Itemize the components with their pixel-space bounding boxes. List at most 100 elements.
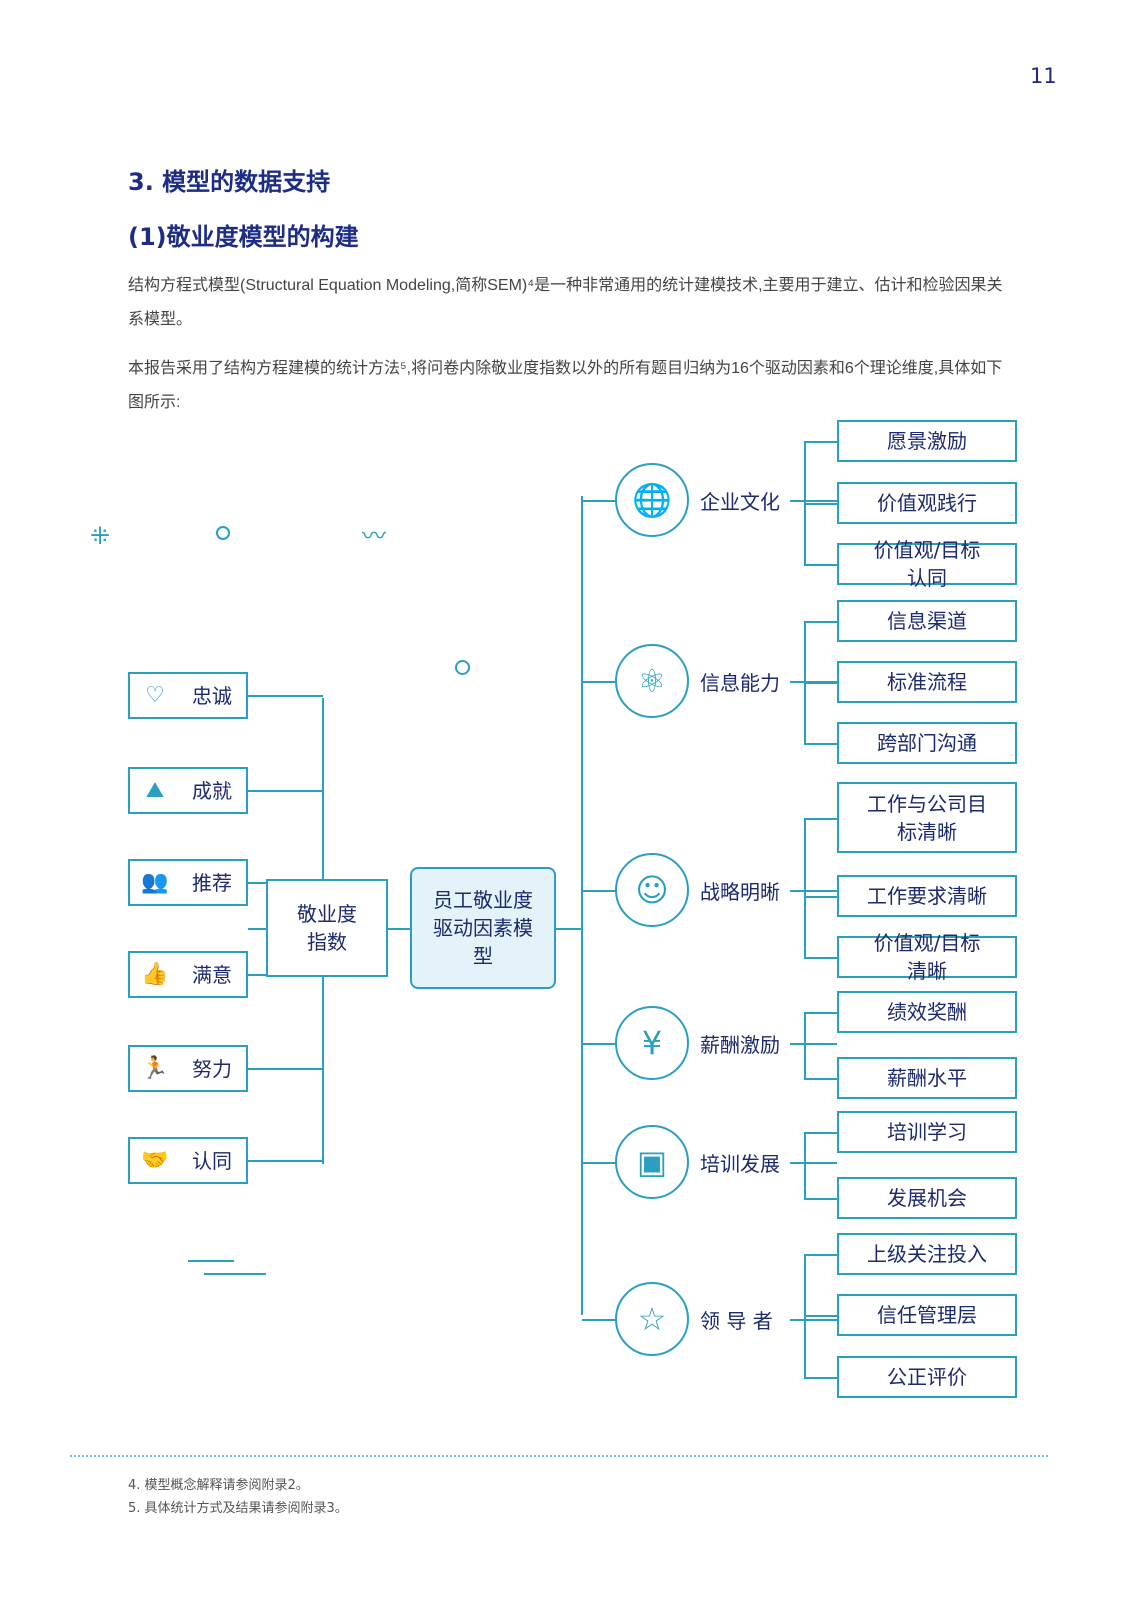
paragraph-sem: 结构方程式模型(Structural Equation Modeling,简称S… [128,277,1003,328]
presentation-icon: ▣ [615,1125,689,1199]
page-number: 11 [1030,64,1057,88]
driver-box: 跨部门沟通 [837,722,1017,764]
line-decoration [204,1273,266,1275]
connector-line [581,496,583,1315]
index-item-label: 忠诚 [192,683,232,708]
connector-line [804,441,837,443]
dimension-label: 信息能力 [698,667,782,696]
connector-line [804,1254,837,1256]
connector-line [804,957,837,959]
connector-line [582,681,616,683]
heart-icon: ♡ [145,682,165,708]
connector-line [248,1068,323,1070]
connector-line [388,928,410,930]
footnote-5: 5. 具体统计方式及结果请参阅附录3。 [128,1501,348,1516]
head-icon: ☺ [615,853,689,927]
driver-box: 工作与公司目标清晰 [837,782,1017,853]
dimension-label: 战略明晰 [698,876,782,905]
running-icon: 🏃 [141,1055,169,1081]
star-person-icon: ☆ [615,1282,689,1356]
index-item-box: 🏃 努力 [128,1045,248,1092]
connector-line [790,890,837,892]
index-item-label: 努力 [192,1056,232,1081]
index-item-label: 满意 [192,962,232,987]
connector-line [804,896,837,898]
connector-line [582,1319,616,1321]
connector-line [804,1012,837,1014]
footnote-divider [70,1455,1048,1457]
driver-box: 绩效奖酬 [837,991,1017,1033]
connector-line [804,682,837,684]
connector-line [582,500,616,502]
sparkle-icon: ⁜ [90,522,111,550]
connector-line [556,928,582,930]
index-item-box: ♡ 忠诚 [128,672,248,719]
engagement-index-box: 敬业度指数 [266,879,388,977]
connector-line [804,743,837,745]
index-item-box: ⛰ 成就 [128,767,248,814]
wave-decoration: 〰 [362,522,386,550]
driver-box: 价值观/目标清晰 [837,931,1017,983]
driver-box: 工作要求清晰 [837,875,1017,917]
flag-mountain-icon: ⛰ [145,777,165,803]
thumbs-up-icon: 👍 [141,961,169,987]
connector-line [804,1198,837,1200]
connector-line [804,1012,806,1080]
circle-decoration [455,660,470,675]
section-title: 3. 模型的数据支持 [128,168,331,196]
index-item-box: 👍 满意 [128,951,248,998]
connector-line [790,500,837,502]
index-item-label: 推荐 [192,870,232,895]
globe-handshake-icon: 🌐 [615,463,689,537]
dimension-label: 薪酬激励 [698,1029,782,1058]
driver-box: 上级关注投入 [837,1233,1017,1275]
connector-line [248,928,266,930]
connector-line [804,1377,837,1379]
connector-line [804,503,837,505]
connector-line [804,1132,806,1200]
dimension-label: 领 导 者 [698,1305,775,1334]
circle-decoration [216,526,230,540]
subsection-title: (1)敬业度模型的构建 [128,223,359,251]
index-item-box: 👥 推荐 [128,859,248,906]
center-model-box: 员工敬业度驱动因素模型 [410,867,556,989]
yen-hand-icon: ¥ [615,1006,689,1080]
connector-line [804,621,837,623]
people-icon: 👥 [141,869,169,895]
driver-box: 信息渠道 [837,600,1017,642]
atom-icon: ⚛ [615,644,689,718]
connector-line [248,695,323,697]
driver-box: 价值观践行 [837,482,1017,524]
driver-box: 愿景激励 [837,420,1017,462]
connector-line [790,1043,837,1045]
line-decoration [188,1260,234,1262]
index-item-label: 认同 [192,1148,232,1173]
paragraph-method: 本报告采用了结构方程建模的统计方法⁵,将问卷内除敬业度指数以外的所有题目归纳为1… [128,360,1003,411]
connector-line [248,1160,323,1162]
driver-box: 培训学习 [837,1111,1017,1153]
connector-line [790,1162,837,1164]
index-item-label: 成就 [192,778,232,803]
connector-line [804,1132,837,1134]
connector-line [582,890,616,892]
connector-line [804,1078,837,1080]
driver-box: 价值观/目标认同 [837,538,1017,590]
dimension-label: 培训发展 [698,1148,782,1177]
connector-line [582,1162,616,1164]
driver-box: 信任管理层 [837,1294,1017,1336]
footnote-4: 4. 模型概念解释请参阅附录2。 [128,1478,309,1493]
dimension-label: 企业文化 [698,486,782,515]
connector-line [804,564,837,566]
handshake-icon: 🤝 [141,1147,169,1173]
connector-line [804,817,837,820]
driver-box: 标准流程 [837,661,1017,703]
connector-line [804,817,806,959]
connector-line [582,1043,616,1045]
driver-box: 发展机会 [837,1177,1017,1219]
driver-box: 公正评价 [837,1356,1017,1398]
connector-line [248,790,323,792]
connector-line [790,1319,837,1321]
index-item-box: 🤝 认同 [128,1137,248,1184]
connector-line [804,1315,837,1317]
driver-box: 薪酬水平 [837,1057,1017,1099]
